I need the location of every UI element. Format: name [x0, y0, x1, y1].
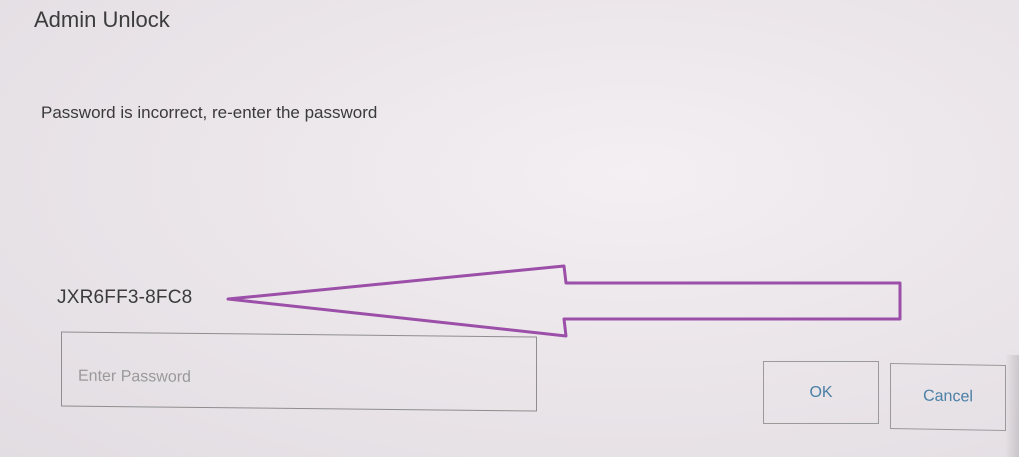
error-message: Password is incorrect, re-enter the pass… — [41, 103, 378, 122]
window-edge — [1005, 355, 1019, 457]
password-input[interactable] — [62, 332, 536, 411]
password-field[interactable] — [61, 331, 537, 412]
dialog-title: Admin Unlock — [34, 7, 170, 32]
unlock-code: JXR6FF3-8FC8 — [57, 287, 193, 308]
cancel-button[interactable]: Cancel — [890, 362, 1006, 432]
ok-button[interactable]: OK — [763, 361, 879, 424]
